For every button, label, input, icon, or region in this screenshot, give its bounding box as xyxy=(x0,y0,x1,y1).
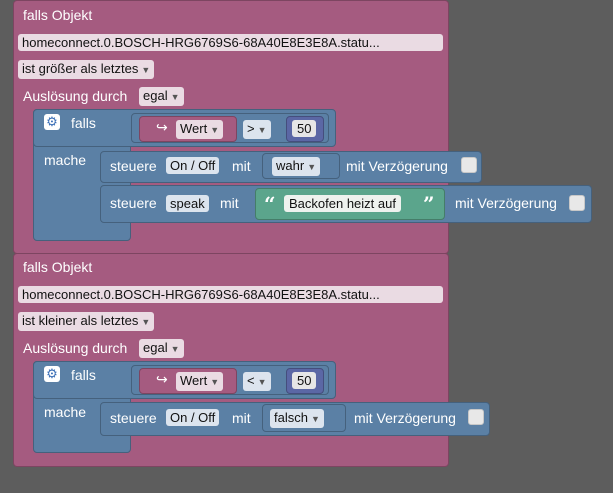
variable-value: Wert xyxy=(180,373,208,388)
operator-value: < xyxy=(247,373,255,388)
chevron-down-icon: ▼ xyxy=(170,92,180,102)
delay-label: mit Verzögerung xyxy=(346,158,448,174)
then-label: mache xyxy=(44,404,87,420)
number-value[interactable]: 50 xyxy=(292,120,317,137)
number-value[interactable]: 50 xyxy=(292,372,317,389)
trigger-header: falls Objekt xyxy=(23,259,93,275)
delay-label: mit Verzögerung xyxy=(455,195,557,211)
chevron-down-icon: ▼ xyxy=(310,414,320,424)
chevron-down-icon: ▼ xyxy=(141,65,151,75)
return-arrow-icon: ↪ xyxy=(156,119,168,135)
if-label: falls xyxy=(71,115,96,131)
action-label: steuere xyxy=(110,195,157,211)
operator-value: > xyxy=(247,121,255,136)
condition-value: ist größer als letztes xyxy=(22,61,139,76)
variable-dropdown[interactable]: Wert▼ xyxy=(176,120,224,139)
boolean-dropdown[interactable]: wahr▼ xyxy=(272,157,321,176)
action-label: steuere xyxy=(110,410,157,426)
delay-checkbox[interactable] xyxy=(468,409,484,425)
trigger-value: egal xyxy=(143,340,168,355)
delay-label: mit Verzögerung xyxy=(354,410,456,426)
chevron-down-icon: ▼ xyxy=(141,317,151,327)
chevron-down-icon: ▼ xyxy=(307,162,317,172)
then-label: mache xyxy=(44,152,87,168)
operator-dropdown[interactable]: >▼ xyxy=(243,120,271,139)
target-dropdown[interactable]: On / Off xyxy=(166,157,220,174)
target-dropdown[interactable]: speak xyxy=(166,195,209,212)
trigger-label: Auslösung durch xyxy=(23,88,128,104)
delay-checkbox[interactable] xyxy=(569,195,585,211)
delay-checkbox[interactable] xyxy=(461,157,477,173)
trigger-dropdown[interactable]: egal▼ xyxy=(139,339,184,358)
boolean-value: wahr xyxy=(276,158,305,173)
quote-open-icon: “ xyxy=(264,192,276,216)
action-label: steuere xyxy=(110,158,157,174)
chevron-down-icon: ▼ xyxy=(257,125,267,135)
return-arrow-icon: ↪ xyxy=(156,371,168,387)
gear-icon[interactable]: ⚙ xyxy=(44,114,60,130)
condition-value: ist kleiner als letztes xyxy=(22,313,139,328)
chevron-down-icon: ▼ xyxy=(210,125,220,135)
variable-value: Wert xyxy=(180,121,208,136)
text-value[interactable]: Backofen heizt auf xyxy=(284,195,401,212)
quote-close-icon: ” xyxy=(423,192,435,216)
condition-dropdown[interactable]: ist größer als letztes▼ xyxy=(18,60,155,79)
trigger-header: falls Objekt xyxy=(23,7,93,23)
trigger-label: Auslösung durch xyxy=(23,340,128,356)
boolean-value: falsch xyxy=(274,410,308,425)
chevron-down-icon: ▼ xyxy=(210,377,220,387)
object-id-field[interactable]: homeconnect.0.BOSCH-HRG6769S6-68A40E8E3E… xyxy=(18,286,443,303)
if-label: falls xyxy=(71,367,96,383)
target-dropdown[interactable]: On / Off xyxy=(166,409,220,426)
object-id-field[interactable]: homeconnect.0.BOSCH-HRG6769S6-68A40E8E3E… xyxy=(18,34,443,51)
variable-dropdown[interactable]: Wert▼ xyxy=(176,372,224,391)
operator-dropdown[interactable]: <▼ xyxy=(243,372,271,391)
trigger-dropdown[interactable]: egal▼ xyxy=(139,87,184,106)
trigger-value: egal xyxy=(143,88,168,103)
with-label: mit xyxy=(232,158,251,174)
gear-icon[interactable]: ⚙ xyxy=(44,366,60,382)
with-label: mit xyxy=(232,410,251,426)
chevron-down-icon: ▼ xyxy=(170,344,180,354)
chevron-down-icon: ▼ xyxy=(257,377,267,387)
with-label: mit xyxy=(220,195,239,211)
boolean-dropdown[interactable]: falsch▼ xyxy=(270,409,324,428)
condition-dropdown[interactable]: ist kleiner als letztes▼ xyxy=(18,312,155,331)
